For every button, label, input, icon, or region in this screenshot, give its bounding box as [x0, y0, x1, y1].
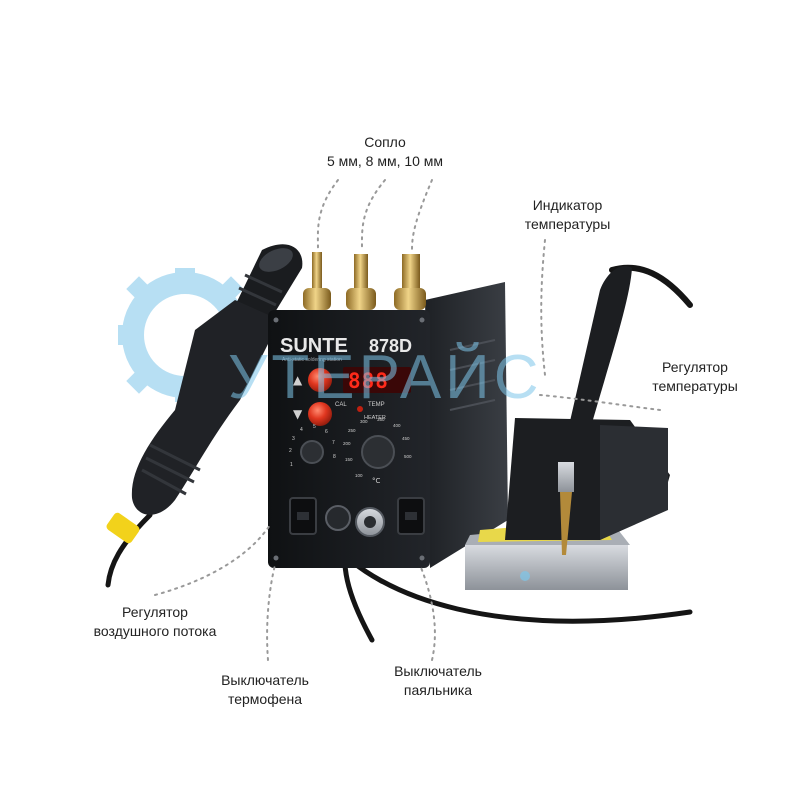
svg-text:7: 7: [332, 440, 335, 446]
station-front: SUNTE 878D Anti-static soldering station…: [268, 310, 430, 568]
nozzle-10mm: [394, 254, 426, 310]
temperature-knob[interactable]: [361, 435, 395, 469]
station-side: [425, 282, 508, 568]
airflow-scale: 1 2 3 4 5 6 7 8: [289, 424, 336, 468]
svg-text:400: 400: [393, 423, 401, 428]
svg-text:300: 300: [360, 419, 368, 424]
iron-switch-callout-line2: паяльника: [403, 682, 473, 698]
cal-label: CAL: [335, 402, 347, 408]
iron-stand: [465, 418, 670, 590]
temp-down-button[interactable]: [308, 402, 332, 426]
temp-regulator-callout-line2: температуры: [652, 378, 738, 394]
nozzle-callout: Сопло 5 мм, 8 мм, 10 мм: [305, 133, 465, 171]
svg-text:250: 250: [348, 428, 356, 433]
svg-text:2: 2: [289, 448, 292, 454]
temp-indicator-callout: Индикатор температуры: [495, 196, 640, 234]
temp-indicator-callout-line2: температуры: [524, 216, 611, 232]
svg-text:3: 3: [292, 436, 295, 442]
subtitle-label: Anti-static soldering station: [282, 357, 342, 363]
hot-air-switch-callout: Выключатель термофена: [200, 671, 330, 709]
temp-regulator-callout: Регулятор температуры: [630, 358, 760, 396]
brand-logo: SUNTE: [280, 335, 348, 357]
up-arrow-icon: ▲: [293, 373, 303, 387]
svg-text:500: 500: [404, 454, 412, 459]
display-digits: 888: [348, 369, 389, 393]
svg-text:1: 1: [290, 462, 293, 468]
nozzles: [303, 252, 426, 310]
iron-switch-callout-line1: Выключатель: [394, 663, 482, 679]
heater-led: [357, 406, 363, 412]
hot-air-gun: [131, 244, 303, 515]
temperature-scale: 100 150 200 250 300 350 400 450 500: [343, 417, 412, 478]
temp-up-button[interactable]: [308, 368, 332, 392]
watermark-text: УТЕРАЙС: [228, 342, 543, 412]
airflow-regulator-callout-line2: воздушного потока: [93, 623, 217, 639]
model-label: 878D: [369, 336, 412, 356]
iron-switch-callout: Выключатель паяльника: [373, 662, 503, 700]
nozzle-8mm: [346, 254, 376, 310]
temp-regulator-callout-line1: Регулятор: [662, 359, 728, 375]
svg-text:450: 450: [402, 436, 410, 441]
cable-tag: [106, 512, 140, 544]
nozzle-callout-line1: Сопло: [364, 134, 406, 150]
callout-lines: [154, 179, 661, 661]
svg-text:150: 150: [345, 457, 353, 462]
svg-text:350: 350: [377, 417, 385, 422]
svg-text:5: 5: [313, 424, 316, 430]
svg-text:4: 4: [300, 427, 303, 433]
svg-text:200: 200: [343, 441, 351, 446]
down-arrow-icon: ▼: [293, 407, 303, 421]
nozzle-callout-line2: 5 мм, 8 мм, 10 мм: [326, 153, 444, 169]
airflow-regulator-callout-line1: Регулятор: [122, 604, 188, 620]
heater-label: HEATER: [364, 415, 386, 421]
svg-text:100: 100: [355, 473, 363, 478]
hot-air-switch-callout-line2: термофена: [227, 691, 303, 707]
temp-indicator-callout-line1: Индикатор: [532, 197, 603, 213]
hot-air-connector: [325, 505, 351, 531]
airflow-regulator-callout: Регулятор воздушного потока: [80, 603, 230, 641]
svg-text:6: 6: [325, 429, 328, 435]
celsius-label: °C: [372, 477, 381, 485]
nozzle-5mm: [303, 252, 331, 310]
temperature-display: [343, 367, 411, 393]
soldering-iron: [558, 266, 632, 555]
airflow-knob[interactable]: [300, 440, 324, 464]
hot-air-switch-callout-line1: Выключатель: [221, 672, 309, 688]
svg-text:8: 8: [333, 454, 336, 460]
temp-label: TEMP: [368, 402, 385, 408]
